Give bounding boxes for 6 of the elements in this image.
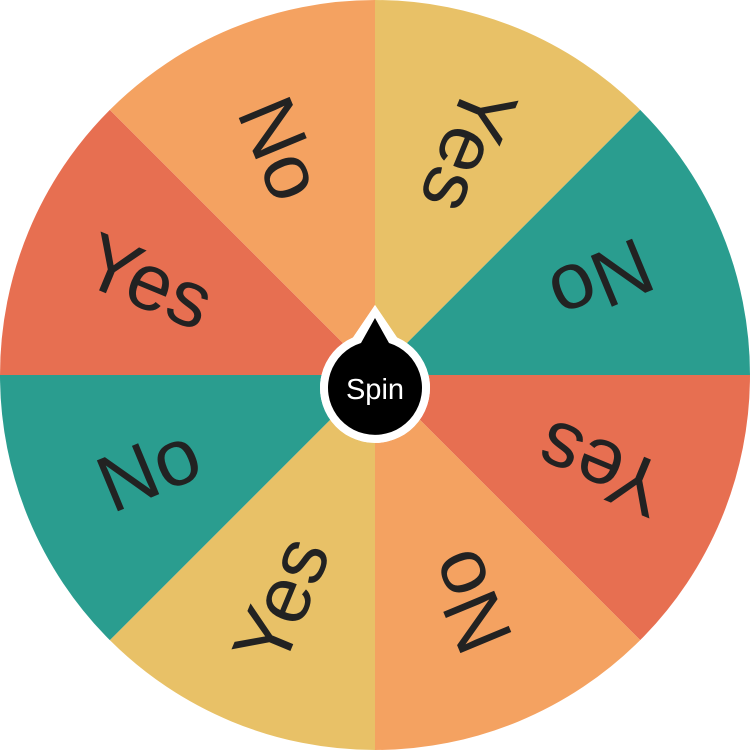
segment-label: No xyxy=(537,220,666,342)
segment-label: No xyxy=(220,84,342,213)
segment-label: No xyxy=(84,408,213,530)
segment-label: No xyxy=(408,537,530,666)
button-label: Spin xyxy=(346,374,404,406)
spin-button xyxy=(320,305,430,443)
